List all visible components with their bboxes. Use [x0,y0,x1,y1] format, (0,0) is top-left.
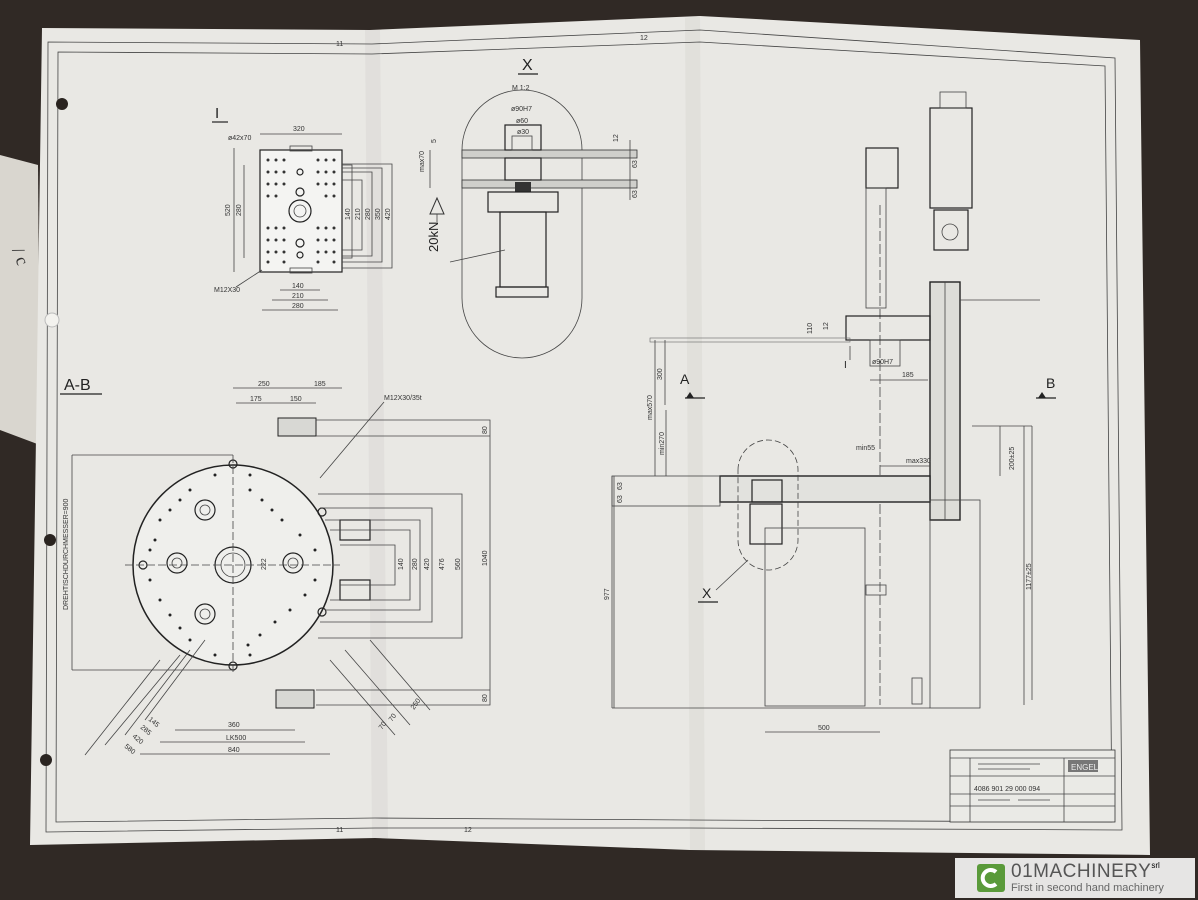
svg-text:280: 280 [292,303,304,310]
svg-text:210: 210 [355,208,362,220]
svg-text:140: 140 [398,558,405,570]
svg-text:280: 280 [236,204,243,216]
svg-text:12: 12 [613,134,620,142]
svg-text:140: 140 [345,208,352,220]
view-title: X [522,57,533,74]
svg-text:210: 210 [292,293,304,300]
svg-text:300: 300 [657,368,664,380]
svg-text:min55: min55 [856,445,875,452]
svg-text:320: 320 [293,126,305,133]
svg-text:63: 63 [632,160,639,168]
svg-text:ø42x70: ø42x70 [228,135,251,142]
section-mark-b: B [1046,375,1055,391]
section-mark-a: A [680,371,690,387]
svg-text:80: 80 [482,426,489,434]
svg-text:350: 350 [375,208,382,220]
svg-text:63: 63 [617,495,624,503]
svg-text:500: 500 [818,725,830,732]
svg-text:12: 12 [823,322,830,330]
svg-text:200±25: 200±25 [1009,447,1016,470]
svg-text:560: 560 [455,558,462,570]
svg-text:/ c: / c [8,245,33,268]
sheet-mark: 12 [640,35,648,42]
svg-text:min270: min270 [659,432,666,455]
company-logo [1068,760,1098,772]
svg-text:ø90H7: ø90H7 [511,106,532,113]
svg-text:520: 520 [225,204,232,216]
svg-text:max330: max330 [906,458,931,465]
sheet-mark: 11 [336,827,343,834]
svg-text:ø90H7: ø90H7 [872,359,893,366]
force-label: 20kN [426,222,441,252]
drawing-number: 4086 901 29 000 094 [974,786,1040,793]
svg-text:M12X30/35t: M12X30/35t [384,395,422,402]
punch-hole [44,312,60,328]
side-elevation-view: A B X I 110 12 ø90H7 300 max570 min270 1… [604,91,1056,733]
mold-plate [259,149,343,273]
svg-text:63: 63 [617,482,624,490]
svg-text:280: 280 [365,208,372,220]
svg-text:70: 70 [388,713,398,723]
svg-text:1040: 1040 [482,550,489,566]
view-title: A-B [64,377,91,394]
svg-text:5: 5 [431,139,438,143]
svg-text:280: 280 [412,558,419,570]
sheet-mark: 11 [336,41,343,48]
svg-text:1177±25: 1177±25 [1026,563,1033,590]
clamp-block [277,417,317,437]
svg-text:185: 185 [314,381,326,388]
svg-text:110: 110 [807,323,814,334]
brand-logo-icon [977,864,1005,892]
punch-hole [56,98,68,110]
svg-text:250: 250 [258,381,270,388]
title-block: ENGEL 4086 901 29 000 094 [949,749,1116,823]
detail-mark-i: I [844,360,847,371]
paper-scrap [0,155,40,445]
svg-text:977: 977 [604,588,611,600]
clamp-block [275,689,315,709]
svg-text:max70: max70 [419,151,426,172]
watermark-banner: 01MACHINERYsrl First in second hand mach… [955,858,1195,898]
svg-text:80: 80 [482,694,489,702]
punch-hole [40,754,52,766]
svg-text:150: 150 [290,396,302,403]
sheet-mark: 12 [464,827,472,834]
svg-text:360: 360 [228,722,240,729]
svg-text:222: 222 [261,558,268,570]
svg-text:63: 63 [632,190,639,198]
svg-text:840: 840 [228,747,240,754]
drawing-sheet [30,16,1150,855]
svg-text:max570: max570 [647,395,654,420]
svg-text:ø60: ø60 [516,118,528,125]
svg-text:M12X30: M12X30 [214,287,240,294]
detail-i-view: I 320 ø42x70 [212,105,393,311]
svg-text:420: 420 [385,208,392,220]
svg-text:DREHTISCHDURCHMESSER=900: DREHTISCHDURCHMESSER=900 [63,498,70,610]
view-scale: M 1:2 [512,85,530,92]
brand-tagline: First in second hand machinery [1011,882,1164,894]
svg-text:ENGEL: ENGEL [1071,763,1099,772]
svg-text:70: 70 [378,721,388,731]
svg-text:140: 140 [292,283,304,290]
brand-name: 01MACHINERYsrl [1011,861,1160,882]
svg-text:LK500: LK500 [226,735,246,742]
svg-text:175: 175 [250,396,262,403]
detail-x-view: X M 1:2 ø90H7 ø60 ø30 5 12 63 63 max70 2… [419,57,639,359]
svg-text:ø30: ø30 [517,129,529,136]
punch-hole [44,534,56,546]
svg-text:185: 185 [902,372,914,379]
svg-text:420: 420 [424,558,431,570]
svg-text:476: 476 [439,558,446,570]
detail-mark-x: X [702,585,712,601]
view-title: I [215,105,219,122]
